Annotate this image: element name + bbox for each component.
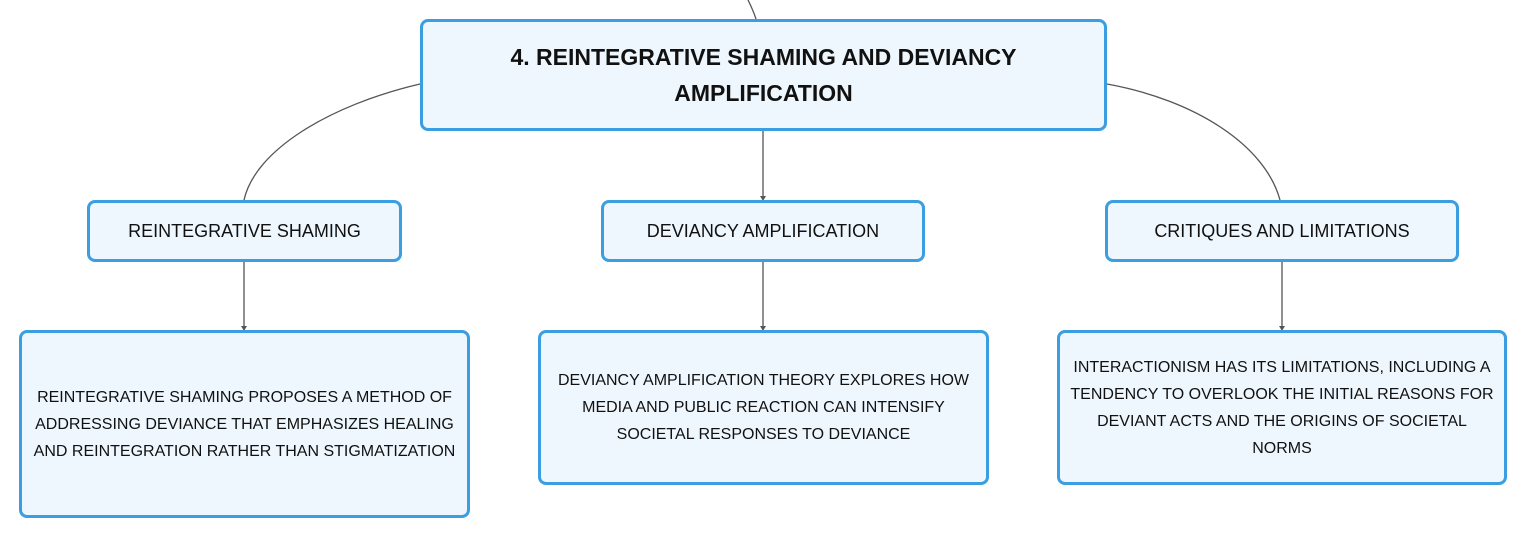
- connector-root-to-reintegrative-shaming: [243, 83, 421, 201]
- connector-root-to-critiques: [1106, 83, 1281, 201]
- detail-text: INTERACTIONISM HAS ITS LIMITATIONS, INCL…: [1070, 358, 1494, 457]
- branch-label: REINTEGRATIVE SHAMING: [128, 220, 361, 241]
- connector-parent-to-root: [747, 0, 757, 20]
- arrowhead: [760, 196, 766, 201]
- root-topic-node[interactable]: 4. REINTEGRATIVE SHAMING AND DEVIANCY AM…: [420, 19, 1107, 131]
- branch-node-critiques-and-limitations[interactable]: CRITIQUES AND LIMITATIONS: [1105, 200, 1459, 262]
- branch-label: DEVIANCY AMPLIFICATION: [646, 220, 880, 241]
- arrowhead: [241, 326, 247, 331]
- branch-node-reintegrative-shaming[interactable]: REINTEGRATIVE SHAMING: [87, 200, 402, 262]
- detail-text: REINTEGRATIVE SHAMING PROPOSES A METHOD …: [33, 388, 456, 460]
- root-topic-label: 4. REINTEGRATIVE SHAMING AND DEVIANCY AM…: [510, 44, 1017, 106]
- detail-node-deviancy-amplification[interactable]: DEVIANCY AMPLIFICATION THEORY EXPLORES H…: [538, 330, 989, 485]
- branch-node-deviancy-amplification[interactable]: DEVIANCY AMPLIFICATION: [601, 200, 925, 262]
- arrowhead: [1279, 326, 1285, 331]
- detail-node-critiques-and-limitations[interactable]: INTERACTIONISM HAS ITS LIMITATIONS, INCL…: [1057, 330, 1507, 485]
- detail-text: DEVIANCY AMPLIFICATION THEORY EXPLORES H…: [557, 372, 970, 443]
- detail-node-reintegrative-shaming[interactable]: REINTEGRATIVE SHAMING PROPOSES A METHOD …: [19, 330, 470, 518]
- branch-label: CRITIQUES AND LIMITATIONS: [1154, 220, 1410, 241]
- arrowhead: [760, 326, 766, 331]
